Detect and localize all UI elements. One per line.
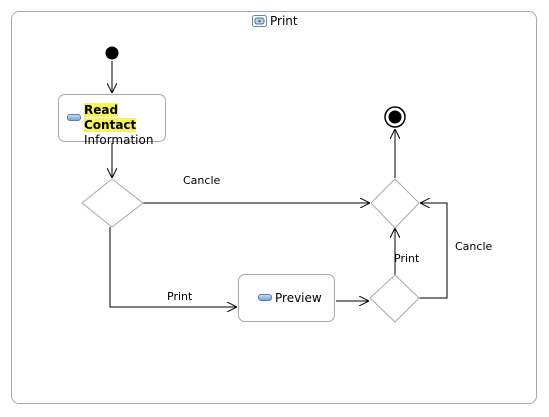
diagram-header: Print — [252, 13, 298, 29]
edge-label-print-bottom: Print — [167, 290, 193, 303]
action-preview[interactable]: Preview — [238, 274, 335, 322]
activity-frame — [11, 11, 537, 404]
edge-label-cancle-top: Cancle — [183, 174, 221, 187]
action-name: Preview — [275, 291, 322, 305]
edge-decision-to-preview-print — [109, 227, 237, 307]
diagram-title: Print — [270, 14, 298, 28]
action-read-contact-information[interactable]: Read Contact Information — [58, 94, 166, 147]
action-name-highlighted: Read Contact — [84, 103, 137, 132]
decision-node-bottom-right[interactable] — [369, 274, 420, 323]
decision-node-left[interactable] — [81, 178, 144, 228]
action-icon — [67, 114, 81, 121]
edge-label-cancle-right: Cancle — [455, 240, 493, 253]
merge-node-top-right[interactable] — [370, 178, 420, 229]
action-name-rest: Information — [84, 133, 154, 147]
action-icon — [258, 294, 272, 301]
initial-node[interactable] — [105, 46, 119, 60]
final-node[interactable] — [384, 106, 406, 128]
activity-diagram-icon — [252, 15, 267, 27]
edge-label-print-right: Print — [394, 252, 420, 265]
edge-decision-to-merge-cancle-right — [419, 203, 448, 299]
